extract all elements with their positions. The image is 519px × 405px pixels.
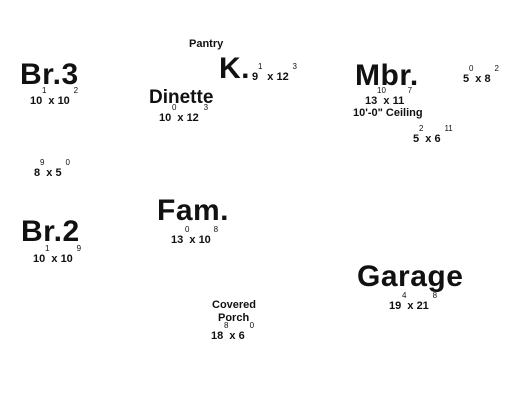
room-label-pantry: Pantry (189, 38, 224, 50)
room-label-dinette: Dinette (149, 87, 214, 108)
room-label-kitchen: K. (219, 52, 250, 85)
room-label-mbr: Mbr. (355, 59, 419, 92)
room-label-br3: Br.3 (20, 58, 79, 91)
room-label-porch-line1: Covered (212, 299, 257, 311)
room-label-family: Fam. (157, 194, 230, 227)
ceiling-note-mbr: 10'-0" Ceiling (353, 107, 423, 119)
room-label-br2: Br.2 (21, 215, 80, 248)
room-label-garage: Garage (357, 260, 464, 293)
room-label-porch-line2: Porch (218, 312, 250, 324)
